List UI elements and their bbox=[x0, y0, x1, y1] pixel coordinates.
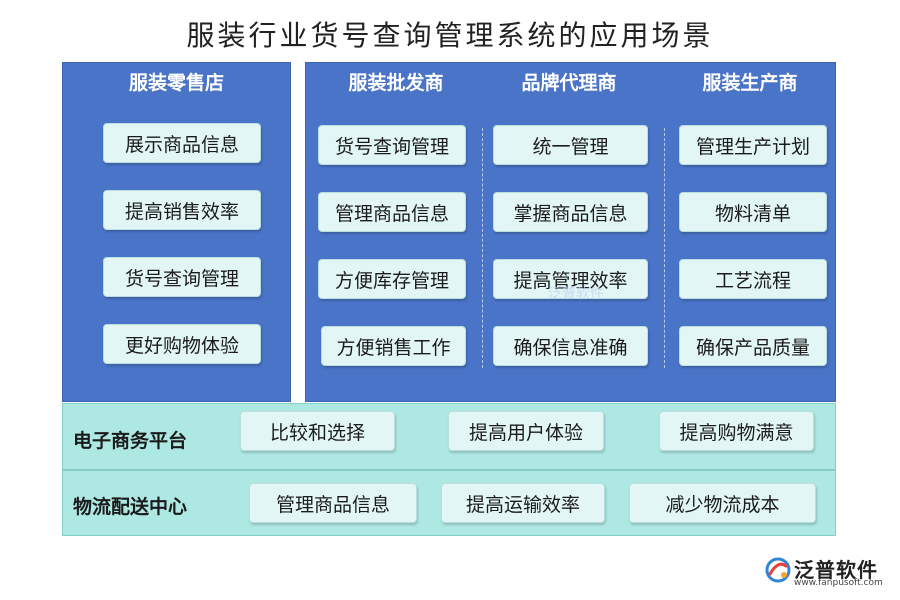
column-header-wholesale: 服装批发商 bbox=[348, 72, 444, 94]
brand-agent-item-3: 提高管理效率 bbox=[493, 259, 648, 299]
wholesale-item-4: 方便销售工作 bbox=[321, 326, 466, 366]
ecommerce-item-3: 提高购物满意 bbox=[659, 411, 814, 451]
diagram-title: 服装行业货号查询管理系统的应用场景 bbox=[186, 19, 714, 52]
column-divider bbox=[664, 128, 665, 368]
manufacturer-item-1: 管理生产计划 bbox=[679, 125, 827, 165]
logo-mark-icon bbox=[765, 557, 791, 583]
manufacturer-item-3: 工艺流程 bbox=[679, 259, 827, 299]
fanpusoft-logo: 泛普软件 www.fanpusoft.com bbox=[764, 552, 888, 592]
retail-item-2: 提高销售效率 bbox=[103, 190, 261, 230]
logo-name: 泛普软件 bbox=[794, 558, 878, 582]
wholesale-item-3: 方便库存管理 bbox=[318, 259, 466, 299]
band-label-logistics: 物流配送中心 bbox=[73, 496, 188, 518]
brand-agent-item-1: 统一管理 bbox=[493, 125, 648, 165]
ecommerce-item-1: 比较和选择 bbox=[240, 411, 395, 451]
manufacturer-item-2: 物料清单 bbox=[679, 192, 827, 232]
logo-url: www.fanpusoft.com bbox=[794, 578, 883, 588]
logistics-item-2: 提高运输效率 bbox=[441, 483, 605, 523]
column-header-retail: 服装零售店 bbox=[128, 72, 224, 94]
watermark-text: 泛普软件 bbox=[548, 286, 604, 302]
manufacturer-item-4: 确保产品质量 bbox=[679, 326, 827, 366]
retail-item-3: 货号查询管理 bbox=[103, 257, 261, 297]
column-header-brand-agent: 品牌代理商 bbox=[521, 72, 617, 94]
brand-agent-item-2: 掌握商品信息 bbox=[493, 192, 648, 232]
brand-agent-item-4: 确保信息准确 bbox=[493, 326, 648, 366]
logistics-item-1: 管理商品信息 bbox=[249, 483, 417, 523]
column-header-manufacturer: 服装生产商 bbox=[702, 72, 798, 94]
column-divider bbox=[482, 128, 483, 368]
wholesale-item-2: 管理商品信息 bbox=[318, 192, 466, 232]
retail-item-1: 展示商品信息 bbox=[103, 123, 261, 163]
logistics-item-3: 减少物流成本 bbox=[629, 483, 816, 523]
band-label-ecommerce: 电子商务平台 bbox=[73, 430, 188, 452]
retail-item-4: 更好购物体验 bbox=[103, 324, 261, 364]
ecommerce-item-2: 提高用户体验 bbox=[448, 411, 604, 451]
wholesale-item-1: 货号查询管理 bbox=[318, 125, 466, 165]
